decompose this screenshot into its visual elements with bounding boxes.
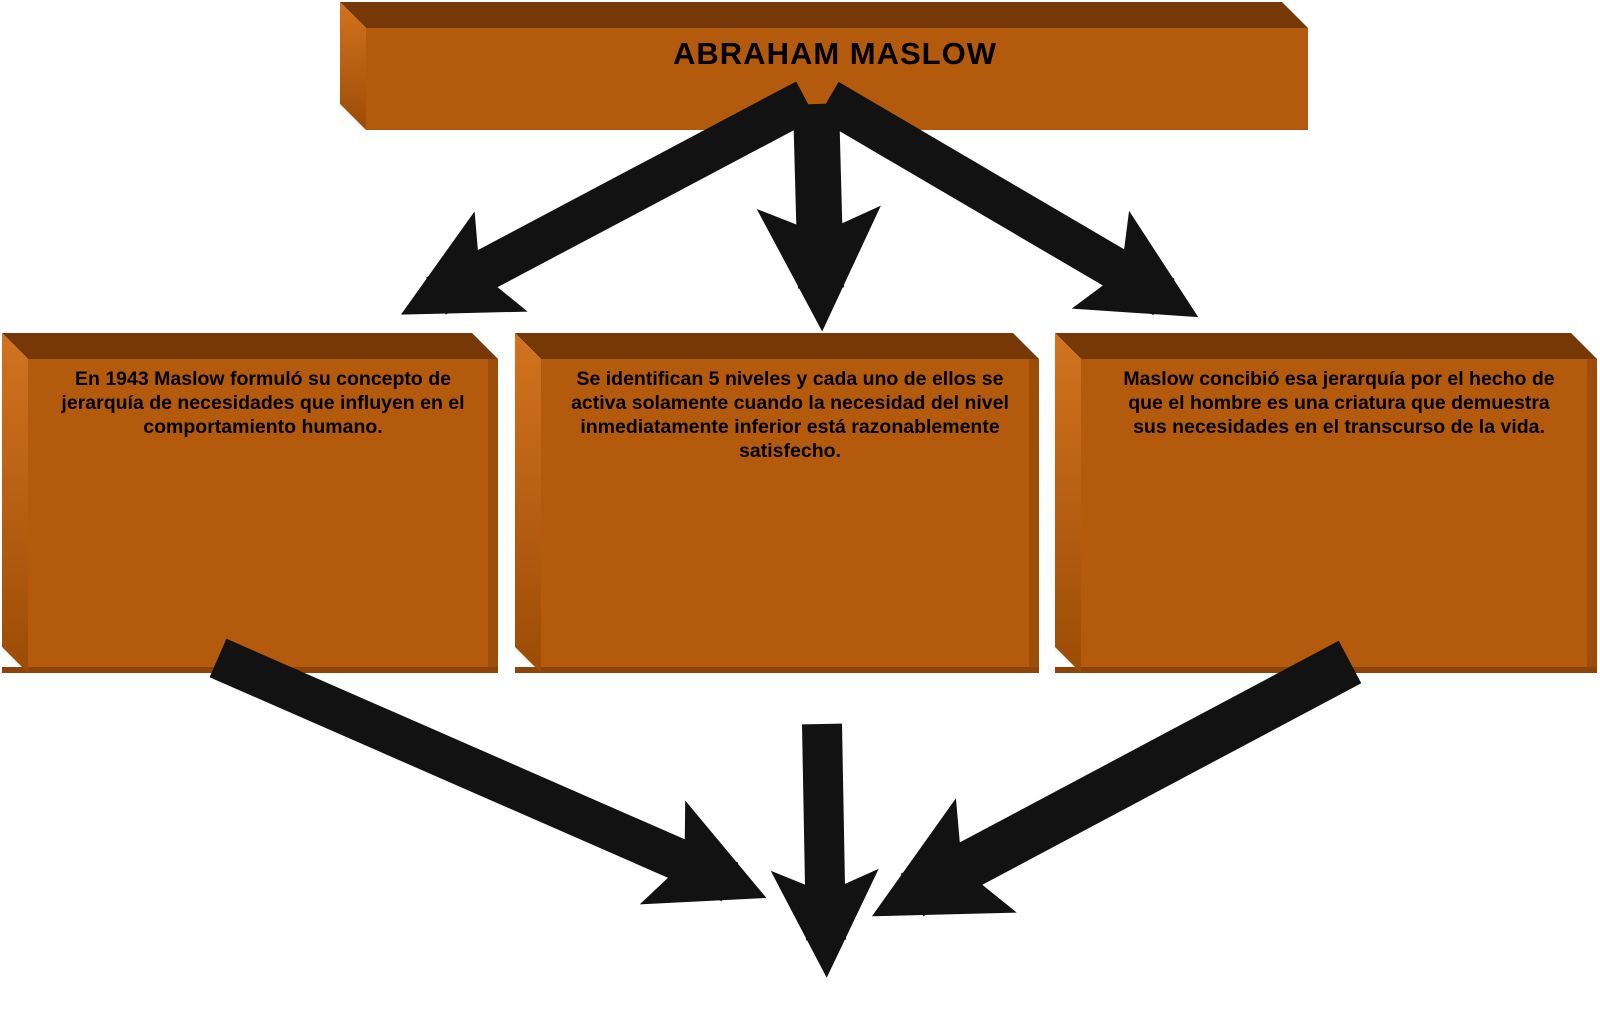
concept-box-center: Se identifican 5 niveles y cada uno de e… [515,333,1039,673]
left-box-left-bevel [2,333,28,673]
left-box-top-bevel [2,333,498,359]
arrow-title-to-right-box [817,81,1199,318]
right-box-left-bevel [1055,333,1081,673]
center-box-left-bevel [515,333,541,673]
title-box-top-bevel [340,2,1308,28]
title-box: ABRAHAM MASLOW [340,2,1308,130]
right-box-top-bevel [1055,333,1597,359]
center-box-top-bevel [515,333,1039,359]
title-box-face [366,28,1308,130]
arrow-right-box-to-merge-point [871,640,1362,917]
arrow-title-to-center-box [756,103,881,332]
concept-box-center-text: Se identifican 5 niveles y cada uno de e… [571,368,1009,462]
center-box-right-shade [1029,359,1039,673]
diagram-title: ABRAHAM MASLOW [673,36,997,71]
concept-box-left-text: En 1943 Maslow formuló su concepto de je… [61,368,465,438]
right-box-face [1081,359,1597,673]
center-box-face [541,359,1039,673]
center-box-bottom-shade [515,667,1039,673]
title-box-background [340,2,1308,130]
left-box-face [28,359,498,673]
concept-box-right: Maslow concibió esa jerarquía por el hec… [1055,333,1597,673]
left-box-right-shade [488,359,498,673]
title-box-left-bevel [340,2,366,130]
center-box-background [515,333,1039,673]
arrow-left-box-to-merge-point [209,638,767,905]
arrow-title-to-left-box [400,81,816,315]
arrow-center-box-to-merge-point [770,723,879,978]
right-box-right-shade [1587,359,1597,673]
concept-box-right-text: Maslow concibió esa jerarquía por el hec… [1123,368,1555,438]
